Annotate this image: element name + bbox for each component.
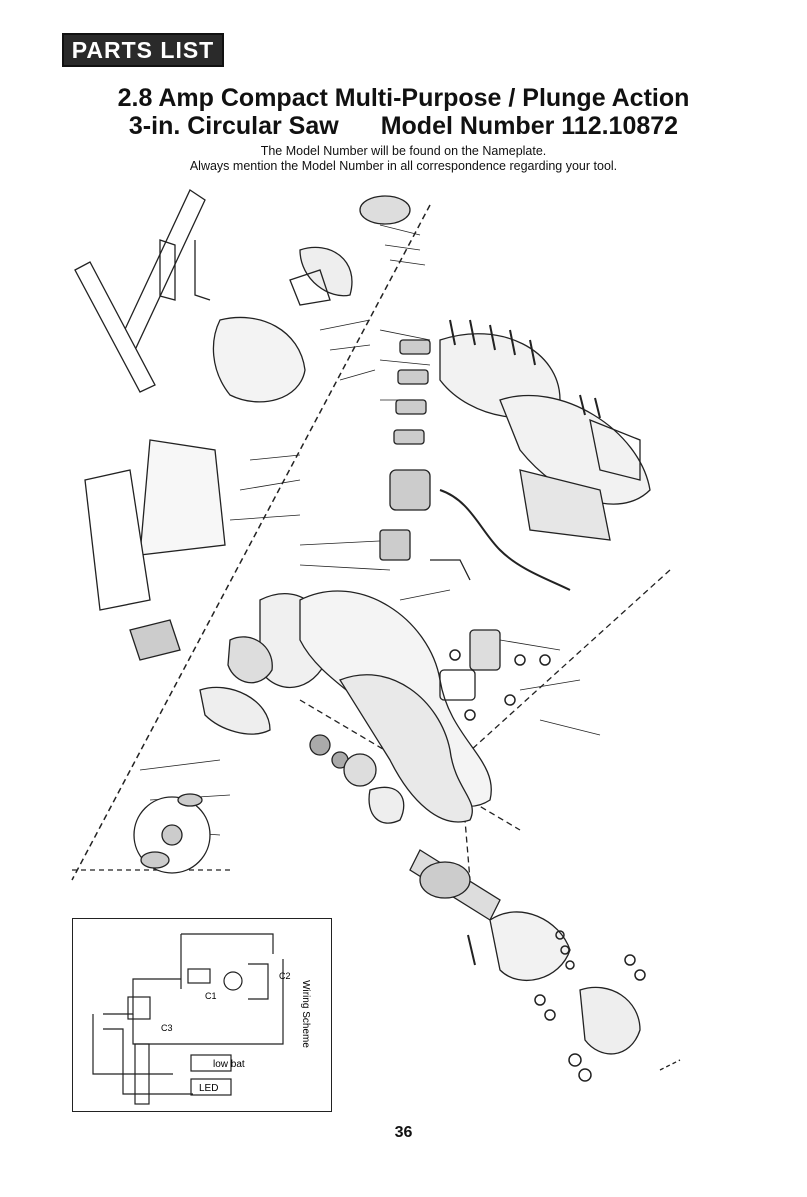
c3-label: C3 [161,1023,173,1033]
low-bat-label: low bat [213,1059,245,1070]
product-name: 3-in. Circular Saw [128,112,339,140]
page-number: 36 [394,1124,413,1141]
correspondence-note: Always mention the Model Number in all c… [189,159,618,173]
nameplate-note: The Model Number will be found on the Na… [260,144,547,158]
wiring-scheme-box: low bat LED C1 C2 C3 Wiring Scheme [72,918,332,1112]
led-label: LED [199,1083,218,1094]
c1-label: C1 [205,991,217,1001]
parts-list-badge: PARTS LIST [62,33,224,67]
page-subtitle: 3-in. Circular Saw Model Number 112.10872 [0,111,807,141]
c2-label: C2 [279,971,291,981]
page-title: 2.8 Amp Compact Multi-Purpose / Plunge A… [117,84,690,112]
wiring-schematic: low bat LED C1 C2 C3 Wiring Scheme [92,933,311,1105]
wiring-scheme-title: Wiring Scheme [300,980,311,1048]
model-number: Model Number 112.10872 [380,112,679,140]
